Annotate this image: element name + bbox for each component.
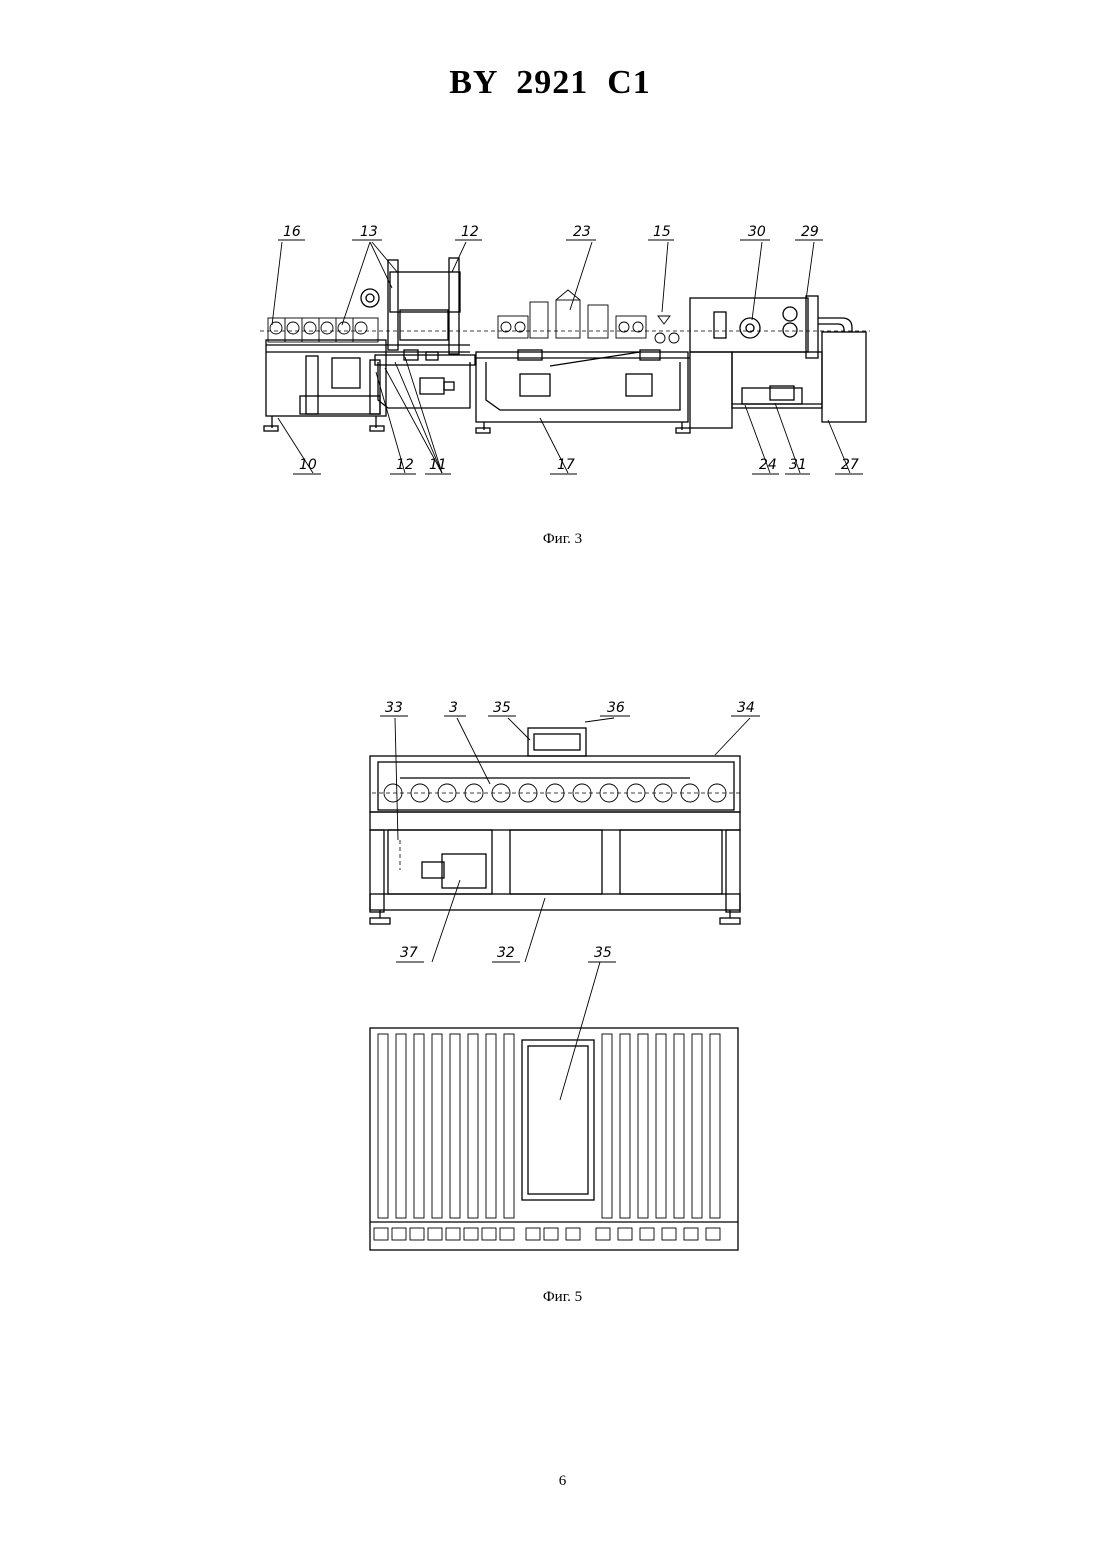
- ref-label: 23: [573, 224, 591, 240]
- ref-label: 16: [283, 224, 301, 240]
- ref-label: 33: [385, 700, 403, 716]
- top-view-couplings: [374, 1228, 720, 1240]
- figure-5-caption: Фиг. 5: [0, 1289, 1100, 1306]
- ref-label: 30: [748, 224, 766, 240]
- figure-3-labels: 16 13 12 23 15 30 29 10 12 11 17 24 31 2…: [283, 224, 859, 473]
- ref-label: 12: [461, 224, 479, 240]
- ref-label: 27: [841, 457, 859, 473]
- ref-label: 3: [449, 700, 458, 716]
- ref-label: 35: [493, 700, 511, 716]
- figure-3-drawing: 16 13 12 23 15 30 29 10 12 11 17 24 31 2…: [250, 210, 890, 500]
- ref-label: 37: [400, 945, 418, 961]
- top-view-slats: [378, 1034, 720, 1218]
- ref-label: 29: [801, 224, 819, 240]
- ref-label: 34: [737, 700, 755, 716]
- figure-3-caption: Фиг. 3: [0, 531, 1100, 548]
- ref-label: 24: [759, 457, 777, 473]
- ref-label: 35: [594, 945, 612, 961]
- document-title: BY 2921 C1: [0, 64, 1100, 102]
- ref-label: 17: [557, 457, 575, 473]
- ref-label: 32: [497, 945, 515, 961]
- figure-5-drawing: 33 3 35 36 34 37 32 35: [360, 690, 760, 1260]
- ref-label: 13: [360, 224, 378, 240]
- ref-label: 36: [607, 700, 625, 716]
- ref-label: 12: [396, 457, 414, 473]
- page-number: 6: [0, 1473, 1100, 1490]
- ref-label: 15: [653, 224, 671, 240]
- ref-label: 31: [789, 457, 807, 473]
